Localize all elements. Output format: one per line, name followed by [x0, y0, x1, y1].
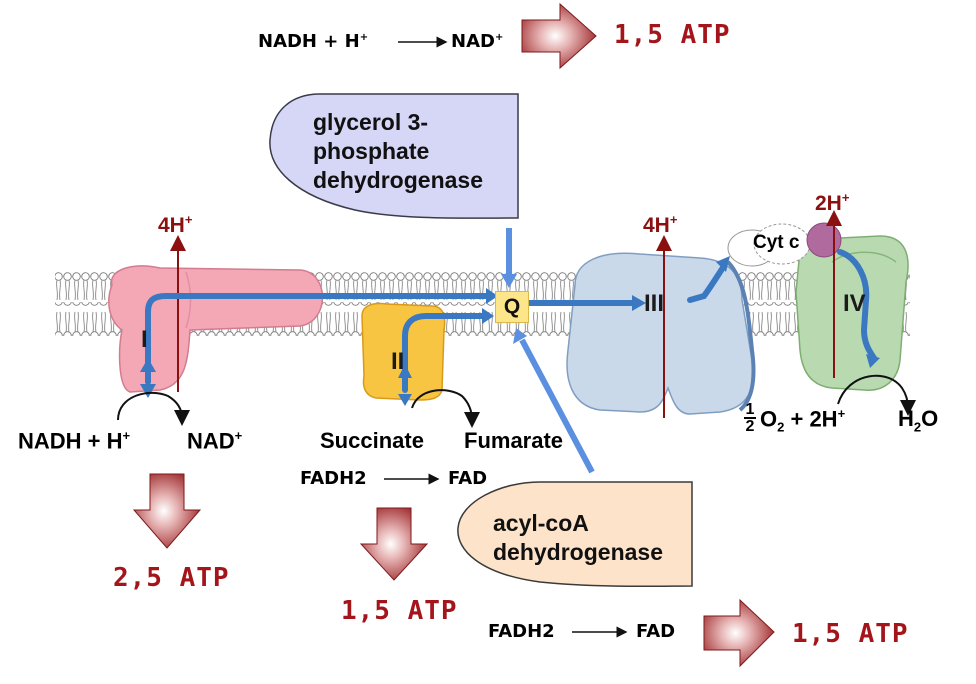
top-nadh-equation: NADH + H+: [258, 31, 368, 52]
nadh-text: NADH + H: [18, 428, 123, 454]
glycerol-bubble-text: glycerol 3- phosphate dehydrogenase: [313, 109, 483, 193]
proton-iv-sup: +: [841, 190, 850, 205]
acyl-bubble-text: acyl-coA dehydrogenase: [493, 510, 663, 565]
cyt-c-label: Cyt c: [753, 232, 800, 253]
top-nad-equation: NAD+: [451, 31, 503, 52]
nad-sup: +: [234, 428, 243, 443]
fadh-bottom-right: FAD: [636, 621, 676, 642]
top-nadh-label: NADH + H: [258, 31, 360, 52]
water-label: H2O: [898, 406, 938, 434]
water-o: O: [921, 406, 939, 431]
nad-text: NAD: [187, 428, 235, 454]
complex-iii-label: III: [644, 290, 665, 317]
oxygen-text: O: [760, 406, 778, 432]
top-nad-sup: +: [494, 32, 504, 43]
proton-i-base: 4H: [158, 214, 185, 237]
nadh-sup: +: [122, 428, 131, 443]
proton-label-iv: 2H+: [815, 190, 849, 216]
glycerol-bubble: [269, 93, 519, 219]
complex-iii: [566, 252, 756, 415]
complex-i-label: I: [141, 326, 148, 353]
top-nadh-sup: +: [359, 32, 369, 43]
acyl-arrow: [519, 338, 595, 474]
atp-arrow-top: [521, 2, 597, 70]
top-nad-label: NAD: [451, 31, 495, 52]
fadh-bottom-left: FADH2: [488, 621, 555, 642]
water-sub: 2: [913, 419, 922, 435]
fraction-denominator: 2: [745, 418, 755, 435]
water-h: H: [898, 406, 914, 431]
plus-2h-sup: +: [837, 406, 846, 421]
complex-ii-label: II: [391, 348, 405, 375]
electron-path: [145, 249, 877, 393]
proton-iv-base: 2H: [815, 192, 842, 215]
atp-label-acyl: 1,5 ATP: [792, 619, 909, 649]
atp-label-top: 1,5 ATP: [614, 20, 731, 50]
acyl-bubble: [457, 481, 693, 588]
oxygen-label: O2 + 2H+: [760, 406, 845, 435]
electron-arrowheads: [140, 256, 880, 406]
atp-label-complex-ii: 1,5 ATP: [341, 596, 458, 626]
succinate-label: Succinate: [320, 428, 424, 453]
nadh-label: NADH + H+: [18, 428, 130, 454]
proton-iii-base: 4H: [643, 214, 670, 237]
complex-ii-reaction-curve: [411, 389, 480, 428]
atp-arrow-complex-i: [132, 473, 202, 549]
nad-label: NAD+: [187, 428, 242, 454]
proton-label-i: 4H+: [158, 212, 192, 238]
proton-label-iii: 4H+: [643, 212, 677, 238]
oxygen-sub: 2: [777, 419, 785, 435]
half-fraction: 1 2: [744, 401, 756, 435]
atp-label-complex-i: 2,5 ATP: [113, 563, 230, 593]
proton-i-sup: +: [184, 212, 193, 227]
ubiquinone-q-label: Q: [495, 291, 529, 323]
atp-arrow-complex-ii: [359, 507, 429, 581]
complex-iv-label: IV: [843, 290, 866, 317]
complex-iv-reaction-curve: [837, 374, 916, 416]
plus-2h-text: + 2H: [790, 406, 838, 432]
cyt-c-protein: [806, 222, 842, 258]
atp-arrow-acyl: [703, 598, 775, 668]
fumarate-label: Fumarate: [464, 428, 564, 453]
fadh-mid-left: FADH2: [300, 468, 367, 489]
proton-iii-sup: +: [669, 212, 678, 227]
fadh-mid-right: FAD: [448, 468, 488, 489]
complex-i-reaction-curve: [117, 391, 190, 426]
fraction-numerator: 1: [744, 401, 756, 419]
